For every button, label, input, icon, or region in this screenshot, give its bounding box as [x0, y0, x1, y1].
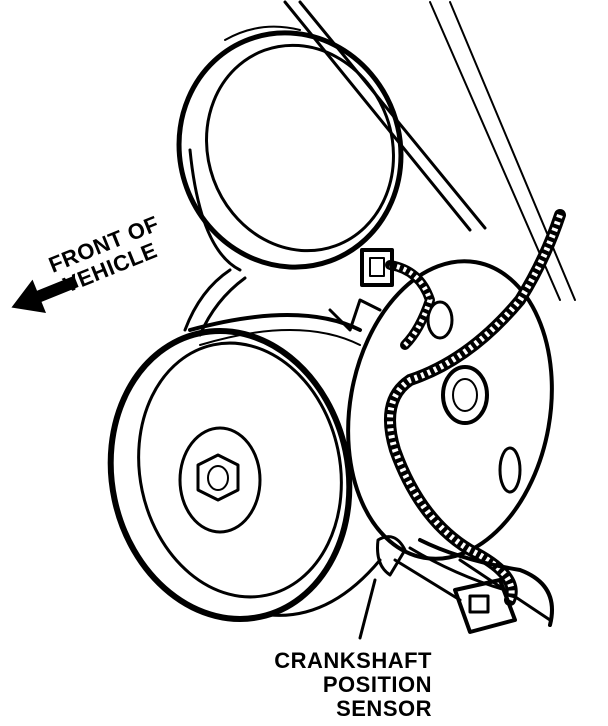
upper-pulley	[176, 25, 404, 272]
crankshaft-position-sensor	[376, 535, 407, 577]
sensor-leader-line	[358, 578, 377, 640]
crankshaft-pulley	[107, 313, 382, 622]
wiring-harness	[384, 209, 566, 627]
sensor-housing	[328, 259, 554, 561]
front-of-vehicle-arrow	[11, 275, 79, 313]
sensor-label-line3: SENSOR	[336, 696, 432, 721]
center-bolt	[196, 453, 240, 502]
sensor-label-line2: POSITION	[323, 672, 432, 697]
top-connector	[360, 248, 394, 287]
sensor-connector	[453, 578, 517, 634]
sensor-label-line1: CRANKSHAFT	[274, 648, 432, 673]
